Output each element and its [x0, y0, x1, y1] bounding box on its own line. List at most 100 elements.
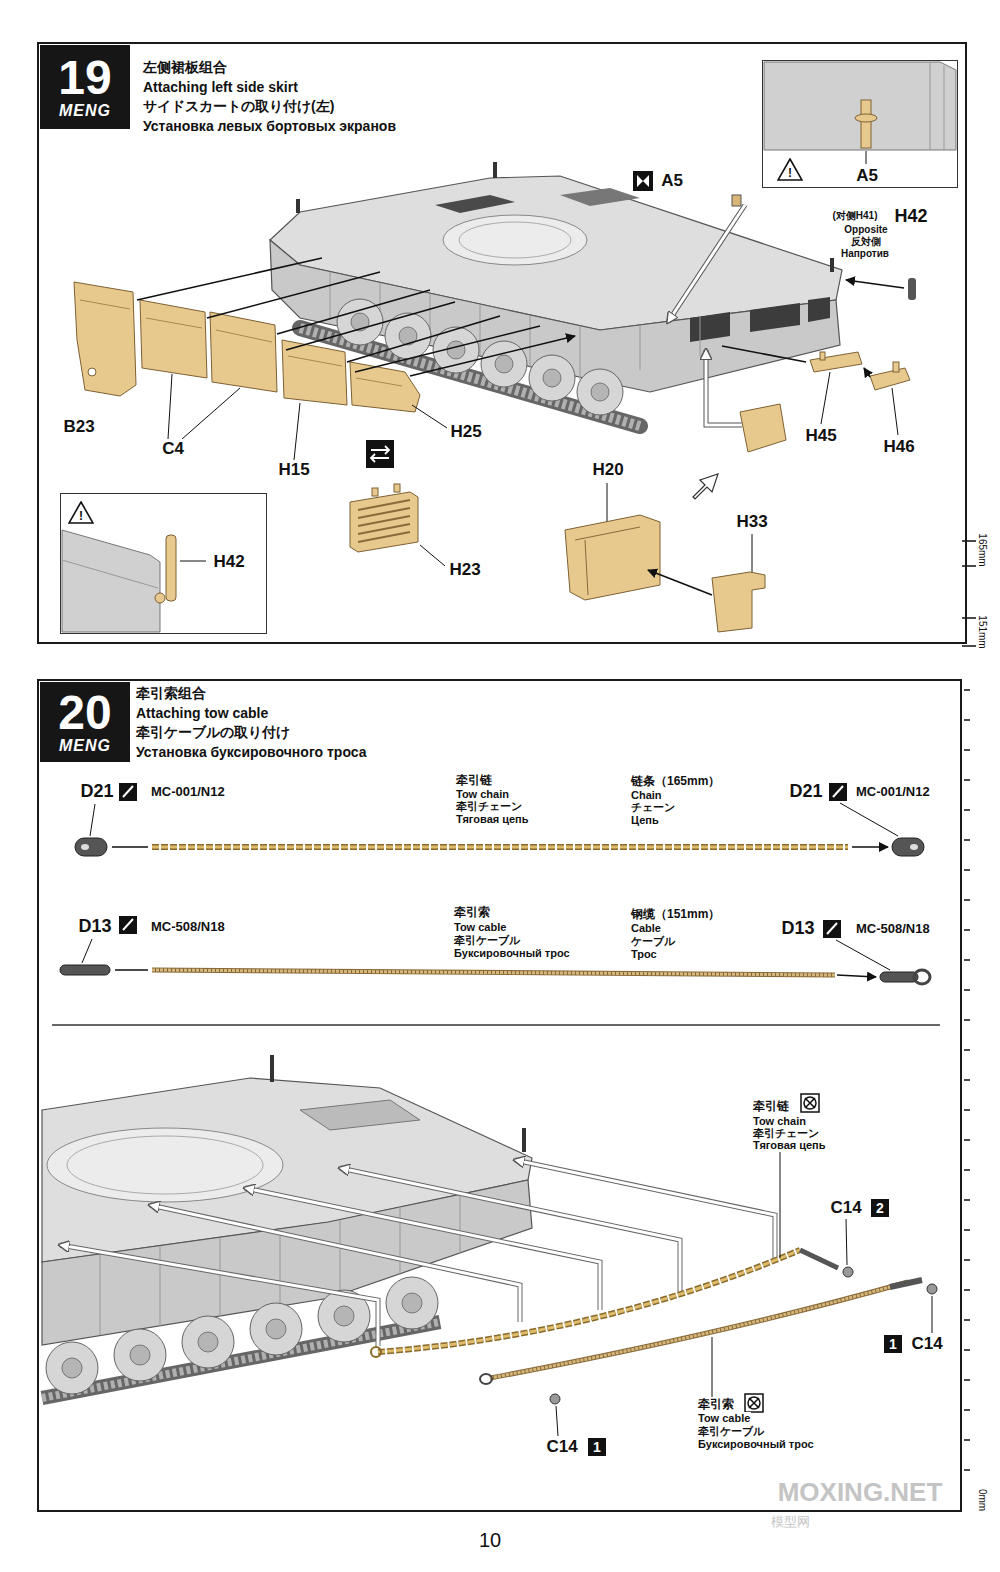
ruler-mark: 165mm [977, 532, 988, 567]
part-number: A5 [855, 167, 879, 186]
no-glue-icon [801, 1094, 819, 1112]
step-number-badge: 20MENG [40, 682, 130, 762]
road-wheel [481, 341, 527, 387]
step-heading: Attaching tow cable [136, 704, 268, 724]
dimension-note: Chain [630, 789, 663, 801]
warning-mark: ! [68, 509, 94, 523]
hollow-arrow [706, 350, 742, 425]
no-glue-icon [745, 1394, 763, 1412]
step-heading: Установка буксировочного троса [136, 743, 367, 763]
order-number: 1 [593, 1438, 601, 1456]
alternative-part-icon [366, 440, 394, 468]
part-a5 [861, 100, 871, 148]
inset-hull [764, 62, 956, 150]
part-caption: Tow cable [453, 921, 507, 933]
step-heading: Attaching left side skirt [143, 78, 298, 98]
ruler-mark: 0mm [977, 1488, 988, 1512]
dimension-note: 钢缆（151mm） [630, 908, 721, 921]
plate-detail [575, 527, 640, 595]
brand-logo: MENG [59, 737, 111, 755]
ruler-tick [962, 541, 976, 1470]
part-caption: 牵引チェーン [752, 1127, 820, 1139]
part-a5 [732, 195, 741, 206]
guide-frame [60, 1245, 378, 1346]
part-caption: 牵引索 [453, 906, 491, 919]
step-heading: サイドスカートの取り付け(左) [143, 97, 334, 117]
road-wheel [182, 1316, 234, 1368]
ruler-mark: 151mm [977, 614, 988, 649]
front-grille [750, 303, 800, 332]
part-h45 [810, 352, 862, 372]
order-badge: 1 [588, 1438, 606, 1456]
guide-frame [150, 1205, 520, 1322]
part-number: A5 [660, 172, 684, 191]
road-wheel [250, 1303, 302, 1355]
grille-detail [358, 500, 410, 542]
leader-line [168, 372, 898, 572]
paint-code: MC-001/N12 [855, 785, 931, 799]
brand-logo: MENG [59, 102, 111, 120]
part-number: H45 [804, 427, 837, 446]
assembly-arrow [648, 570, 712, 595]
no-glue-icon [748, 1397, 760, 1409]
part-h42 [155, 593, 165, 603]
part-number: B23 [62, 418, 95, 437]
wheel-hub [402, 1293, 422, 1313]
wheel-hub [591, 383, 609, 401]
dimension-note: Cable [630, 922, 662, 934]
wheel-hub [495, 355, 513, 373]
dimension-note: ケーブル [630, 935, 676, 947]
step-heading: 牵引索组合 [136, 684, 206, 704]
part-number: H46 [882, 438, 915, 457]
part-number: C14 [910, 1335, 943, 1354]
part-h23 [350, 492, 418, 552]
assembly-arrow [115, 970, 876, 977]
chain-end [371, 1347, 381, 1357]
tow-cable [152, 970, 835, 975]
antenna-mount [298, 162, 832, 272]
step-panel: 左侧裙板组合Attaching left side skirtサイドスカートの取… [37, 42, 967, 644]
paint-code: MC-001/N12 [150, 785, 226, 799]
opposite-note: Opposite [843, 224, 888, 235]
step-number: 20 [58, 689, 111, 737]
bolt-c14 [927, 1284, 937, 1294]
wheel-hub [130, 1345, 150, 1365]
step-heading: 左侧裙板组合 [143, 58, 227, 78]
paint-icon [123, 786, 133, 797]
part-number: D21 [788, 782, 823, 802]
road-wheel [386, 1277, 438, 1329]
assembly-arrow [846, 280, 904, 288]
part-number: C14 [545, 1438, 578, 1457]
part-number: H20 [591, 461, 624, 480]
warning-triangle-outline [778, 159, 802, 180]
bolt-c14 [843, 1267, 853, 1277]
watermark: 模型网 [770, 1515, 811, 1529]
remove-part-icon [637, 175, 649, 187]
plate-detail [80, 300, 402, 386]
plate-hole [88, 368, 96, 376]
part-number: D13 [77, 917, 112, 937]
order-number: 1 [889, 1335, 897, 1353]
skirt-plate [282, 340, 347, 405]
chain-end [800, 1250, 838, 1268]
part-number: H42 [212, 553, 245, 572]
step-number-badge: 19MENG [40, 45, 130, 129]
tow-chain [152, 844, 848, 850]
skirt-plate [210, 312, 277, 392]
paint-icon [827, 923, 837, 934]
placement-arrow [693, 474, 718, 499]
part-number: C4 [161, 440, 185, 459]
part-number: D21 [79, 782, 114, 802]
leader-line [180, 561, 206, 562]
leader-line [556, 1152, 932, 1436]
part-h20 [565, 515, 660, 600]
part-h42 [166, 535, 176, 601]
part-h33 [712, 572, 765, 632]
tow-cable [490, 1282, 908, 1378]
road-wheel [529, 355, 575, 401]
watermark: MOXING.NET [777, 1478, 944, 1507]
warning-triangle-outline [69, 502, 93, 523]
part-tab [893, 362, 899, 372]
leader-line [866, 151, 867, 164]
